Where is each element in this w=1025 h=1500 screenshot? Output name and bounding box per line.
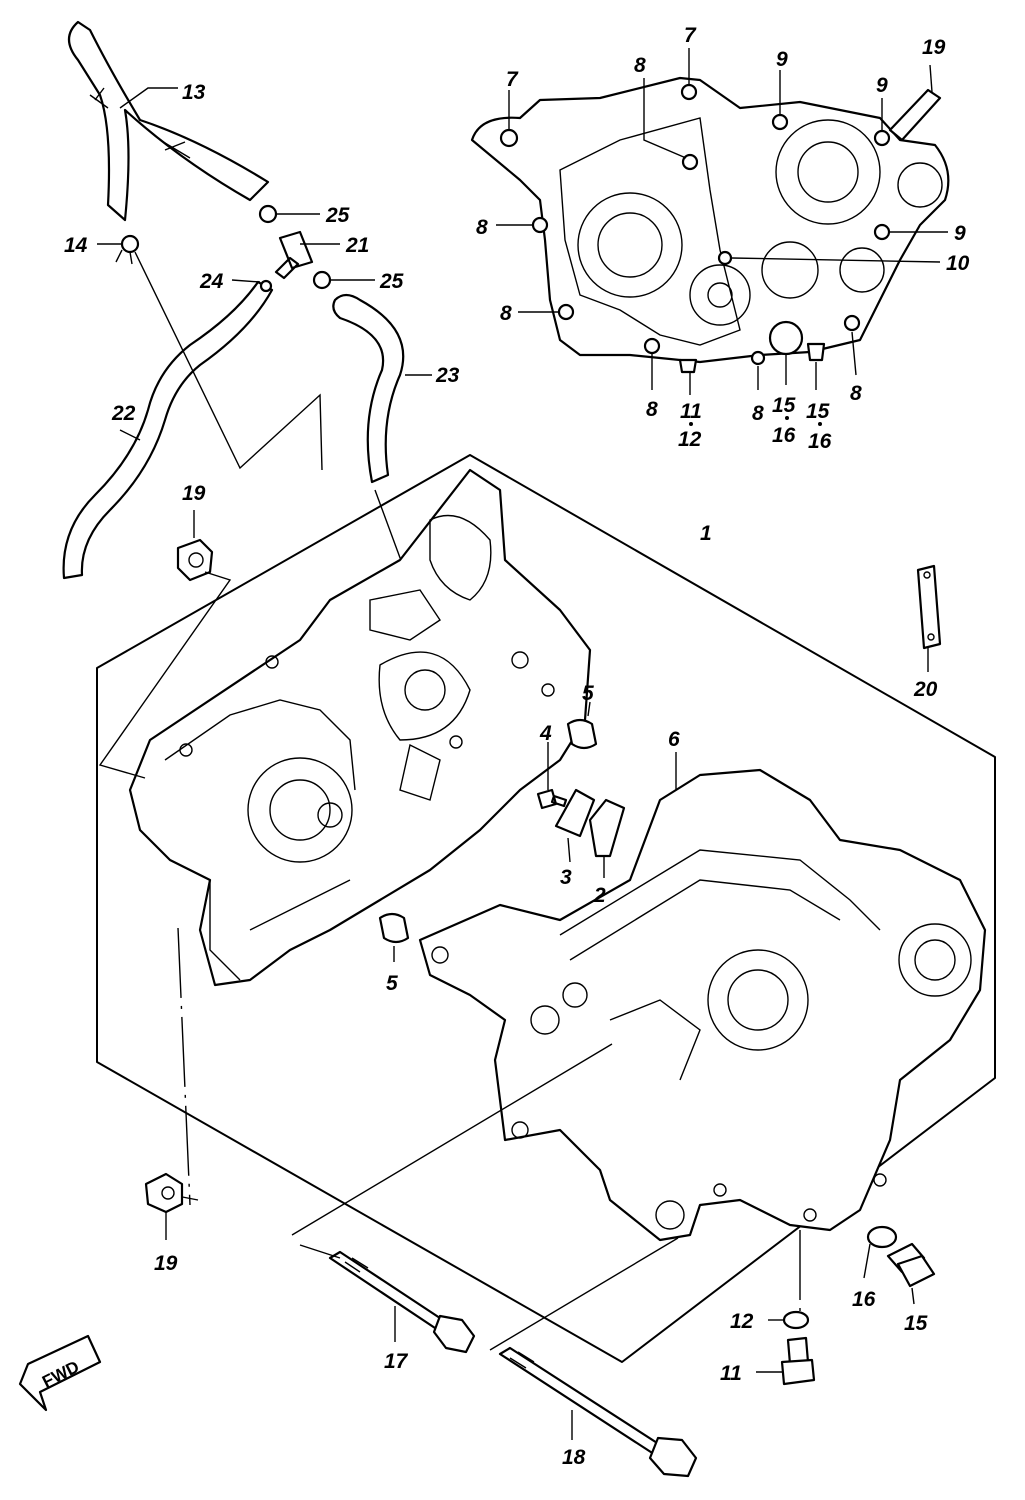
plate-3 [554, 788, 596, 838]
gasket-2 [588, 798, 626, 858]
right-crankcase-half [418, 768, 987, 1242]
bolt-17 [328, 1250, 476, 1354]
callout-15: 15 [806, 400, 830, 423]
callout-17: 17 [384, 1350, 409, 1373]
callout-8: 8 [752, 402, 764, 425]
callout-16: 16 [808, 430, 832, 453]
callout-16: 16 [852, 1288, 876, 1311]
assembly-frame [96, 454, 996, 1363]
callout-9: 9 [954, 222, 966, 245]
callout-11: 11 [720, 1362, 742, 1385]
callout-24: 24 [199, 270, 224, 293]
callout-25: 25 [325, 204, 350, 227]
clamp-14 [120, 234, 140, 254]
callout-15: 15 [772, 394, 796, 417]
callout-13: 13 [182, 81, 206, 104]
callout-12: 12 [678, 428, 702, 451]
callout-23: 23 [435, 364, 460, 387]
callout-6: 6 [668, 728, 680, 751]
t-joint-21 [274, 230, 314, 280]
clamp-24 [259, 279, 273, 293]
gasket-16 [866, 1225, 898, 1249]
drain-bolt-11 [780, 1336, 816, 1386]
bolt-18 [498, 1346, 698, 1478]
callout-12: 12 [730, 1310, 754, 1333]
callout-19: 19 [922, 36, 946, 59]
callout-8: 8 [500, 302, 512, 325]
nut-19-lower [144, 1172, 184, 1214]
callout-19: 19 [182, 482, 206, 505]
callout-8: 8 [646, 398, 658, 421]
callout-14: 14 [64, 234, 88, 257]
callout-5: 5 [386, 972, 398, 995]
breather-hose-13 [67, 20, 270, 222]
plug-15 [886, 1242, 936, 1288]
callout-16: 16 [772, 424, 796, 447]
left-crankcase-half [128, 468, 592, 987]
callout-8: 8 [850, 382, 862, 405]
clamp-25-lower [312, 270, 332, 290]
crankcase-inner-view [470, 76, 950, 374]
washer-12 [782, 1310, 810, 1330]
clamp-25-upper [258, 204, 278, 224]
callout-15: 15 [904, 1312, 928, 1335]
callout-7: 7 [506, 68, 519, 91]
dowel-5-upper [566, 718, 598, 750]
callouts: 13 25 14 21 24 25 23 22 19 1 20 5 4 6 3 … [64, 24, 970, 1469]
callout-9: 9 [776, 48, 788, 71]
callout-22: 22 [111, 402, 136, 425]
callout-10: 10 [946, 252, 970, 275]
callout-8: 8 [476, 216, 488, 239]
callout-21: 21 [345, 234, 369, 257]
hose-23 [332, 293, 405, 484]
callout-25: 25 [379, 270, 404, 293]
dowel-5-lower [378, 912, 410, 944]
callout-20: 20 [913, 678, 938, 701]
callout-9: 9 [876, 74, 888, 97]
hose-22 [62, 280, 274, 580]
callout-4: 4 [539, 722, 552, 745]
callout-18: 18 [562, 1446, 586, 1469]
callout-1: 1 [700, 522, 712, 545]
callout-8: 8 [634, 54, 646, 77]
callout-5: 5 [582, 682, 594, 705]
nut-19-upper [176, 538, 214, 582]
strap-20 [916, 564, 942, 650]
fwd-arrow: FWD [18, 1334, 102, 1412]
callout-3: 3 [560, 866, 572, 889]
callout-11: 11 [680, 400, 702, 423]
callout-2: 2 [593, 884, 606, 907]
callout-7: 7 [684, 24, 697, 47]
bolt-4 [536, 788, 568, 810]
callout-19: 19 [154, 1252, 178, 1275]
